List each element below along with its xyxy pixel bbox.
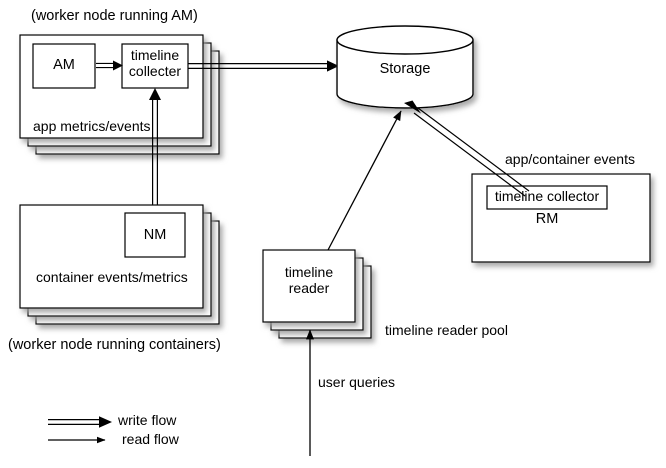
arrow-nm-to-collecter (149, 88, 161, 213)
worker-node-containers-stack (19, 204, 220, 325)
timeline-reader-label: timeline reader (284, 264, 334, 296)
legend-read-flow-label: read flow (122, 431, 179, 447)
nm-label: NM (143, 227, 167, 243)
arrow-collecter-to-storage (188, 60, 339, 72)
label-user-queries: user queries (318, 374, 396, 390)
rm-label: RM (535, 211, 559, 227)
timeline-reader-stack (262, 249, 372, 339)
timeline-collecter-am-label: timeline collecter (128, 47, 182, 79)
am-box (32, 43, 96, 89)
label-container-events-metrics: container events/metrics (36, 269, 188, 285)
timeline-reader-box-front (262, 249, 356, 323)
arrow-reader-to-storage (327, 110, 402, 251)
label-app-container-events: app/container events (505, 151, 635, 167)
timeline-collector-rm-box (486, 185, 608, 210)
label-timeline-reader-pool: timeline reader pool (385, 322, 508, 338)
am-label: AM (53, 57, 75, 73)
legend-write-flow-label: write flow (118, 412, 177, 428)
label-worker-node-am: (worker node running AM) (31, 8, 198, 24)
storage-cylinder (336, 25, 474, 109)
label-worker-node-containers: (worker node running containers) (8, 337, 221, 353)
arrow-am-to-collecter (96, 60, 123, 71)
label-app-metrics-events: app metrics/events (33, 118, 151, 134)
nm-box (124, 212, 186, 258)
arrow-rm-collector-to-storage (404, 100, 530, 197)
legend-write-flow-arrow (48, 416, 112, 428)
storage-label: Storage (379, 61, 431, 77)
timeline-collector-rm-label: timeline collector (494, 188, 600, 204)
